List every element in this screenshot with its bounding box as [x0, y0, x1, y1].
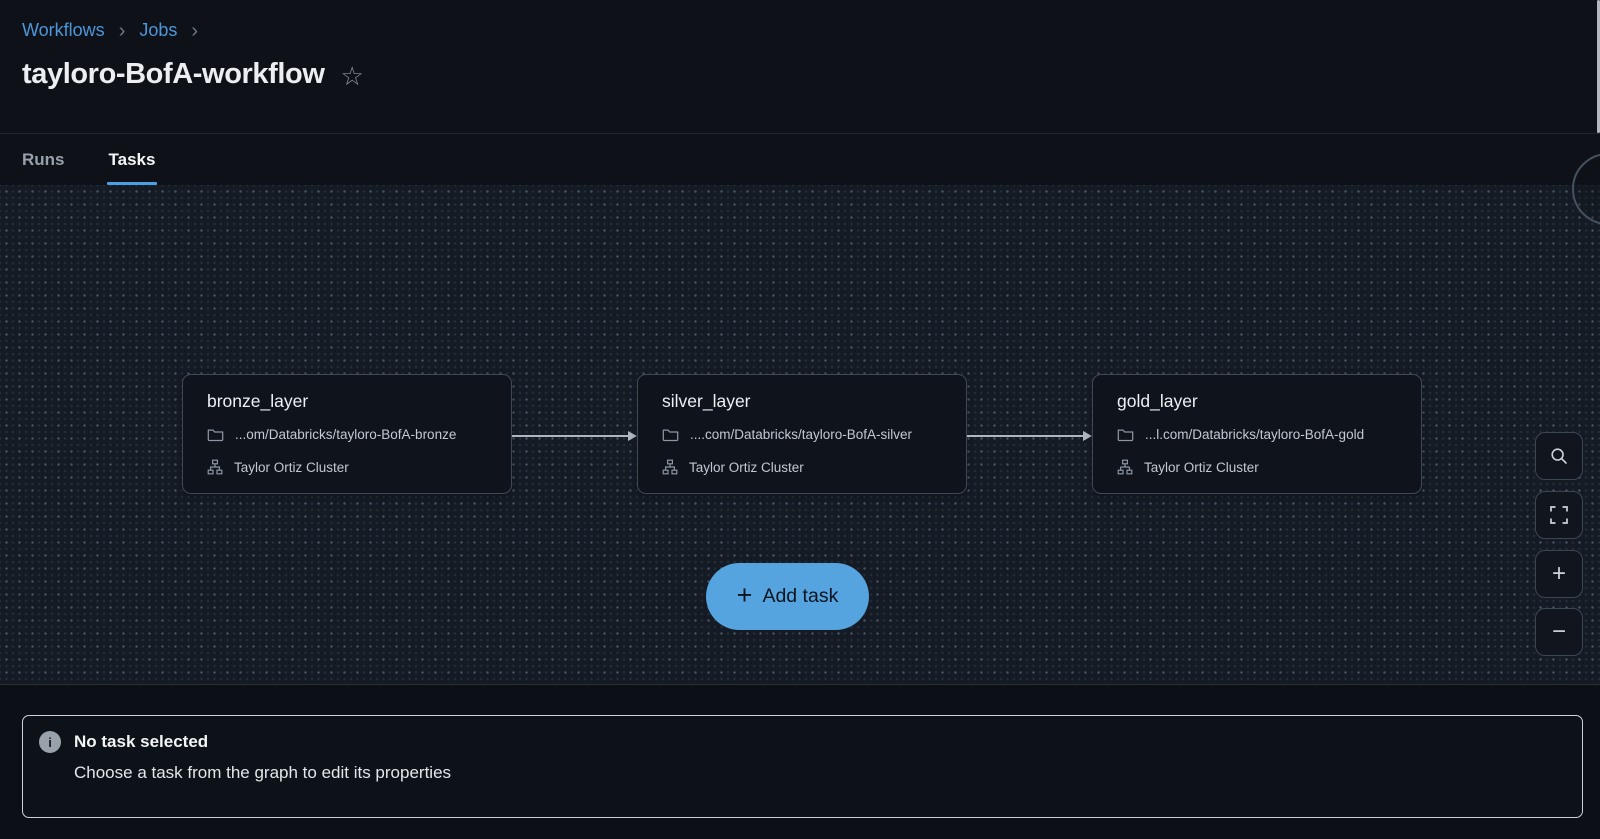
task-cluster-name: Taylor Ortiz Cluster [234, 459, 349, 475]
title-row: tayloro-BofA-workflow ☆ [22, 58, 364, 91]
tab-bar: Runs Tasks [0, 133, 1600, 185]
cluster-icon [207, 459, 223, 475]
breadcrumb-jobs-link[interactable]: Jobs [139, 20, 178, 40]
breadcrumb: Workflows › Jobs › [22, 20, 198, 41]
task-notebook-path: ...om/Databricks/tayloro-BofA-bronze [235, 426, 457, 442]
page-title: tayloro-BofA-workflow [22, 58, 325, 90]
folder-icon [662, 428, 679, 441]
footer-area: i No task selected Choose a task from th… [0, 686, 1600, 839]
zoom-in-button[interactable]: + [1535, 550, 1583, 598]
task-notebook-path: ...l.com/Databricks/tayloro-BofA-gold [1145, 426, 1365, 442]
search-icon [1551, 448, 1567, 464]
folder-icon [1117, 428, 1134, 441]
task-name: silver_layer [662, 391, 751, 411]
task-path-row: ...om/Databricks/tayloro-BofA-bronze [207, 422, 487, 446]
task-name: gold_layer [1117, 391, 1198, 411]
chevron-right-icon: › [191, 20, 199, 42]
task-cluster-row: Taylor Ortiz Cluster [1117, 455, 1397, 479]
task-cluster-row: Taylor Ortiz Cluster [662, 455, 942, 479]
favorite-star-icon[interactable]: ☆ [340, 60, 364, 91]
add-task-button[interactable]: + Add task [706, 563, 869, 630]
chevron-right-icon: › [118, 20, 126, 42]
task-card-gold-layer[interactable]: gold_layer ...l.com/Databricks/tayloro-B… [1092, 374, 1422, 494]
graph-search-button[interactable] [1535, 432, 1583, 480]
tab-runs[interactable]: Runs [22, 149, 65, 169]
task-path-row: ....com/Databricks/tayloro-BofA-silver [662, 422, 942, 446]
add-task-label: Add task [762, 585, 839, 607]
cluster-icon [1117, 459, 1133, 475]
tab-tasks[interactable]: Tasks [106, 134, 158, 185]
fullscreen-icon [1550, 506, 1568, 524]
scrollbar-thumb[interactable] [1597, 0, 1600, 133]
task-card-silver-layer[interactable]: silver_layer ....com/Databricks/tayloro-… [637, 374, 967, 494]
info-icon: i [39, 731, 61, 753]
cluster-icon [662, 459, 678, 475]
zoom-out-button[interactable]: − [1535, 608, 1583, 656]
edge-arrow-silver-to-gold [967, 431, 1092, 441]
breadcrumb-workflows-link[interactable]: Workflows [22, 20, 105, 40]
edge-arrow-bronze-to-silver [512, 431, 637, 441]
task-detail-panel: i No task selected Choose a task from th… [22, 715, 1583, 818]
panel-title: No task selected [74, 732, 209, 751]
fit-view-button[interactable] [1535, 491, 1583, 539]
task-cluster-name: Taylor Ortiz Cluster [1144, 459, 1259, 475]
task-graph-canvas[interactable]: bronze_layer ...om/Databricks/tayloro-Bo… [0, 153, 1600, 685]
panel-title-row: i No task selected [39, 731, 1562, 753]
task-cluster-row: Taylor Ortiz Cluster [207, 455, 487, 479]
plus-icon: + [736, 580, 753, 610]
task-card-bronze-layer[interactable]: bronze_layer ...om/Databricks/tayloro-Bo… [182, 374, 512, 494]
folder-icon [207, 428, 224, 441]
task-cluster-name: Taylor Ortiz Cluster [689, 459, 804, 475]
panel-subtitle: Choose a task from the graph to edit its… [74, 763, 452, 782]
task-name: bronze_layer [207, 391, 309, 411]
task-path-row: ...l.com/Databricks/tayloro-BofA-gold [1117, 422, 1397, 446]
page-header: Workflows › Jobs › tayloro-BofA-workflow… [0, 0, 1600, 133]
minus-icon: − [1551, 618, 1566, 645]
plus-icon: + [1551, 560, 1566, 587]
task-notebook-path: ....com/Databricks/tayloro-BofA-silver [690, 426, 913, 442]
